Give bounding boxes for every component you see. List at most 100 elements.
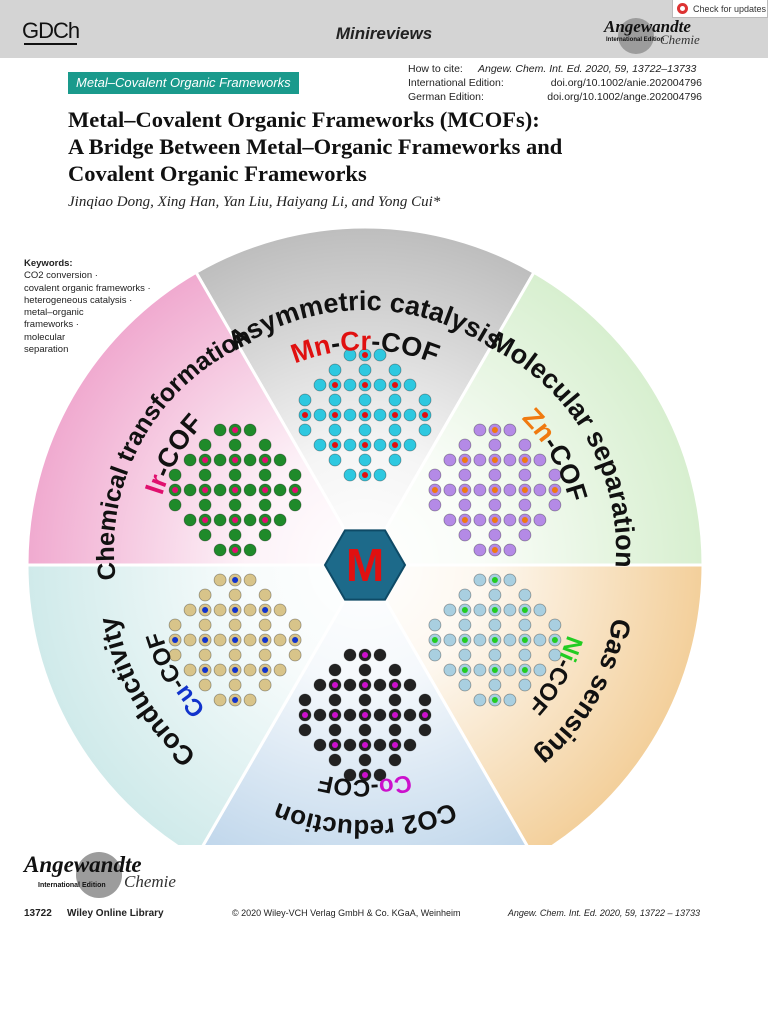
framework-bead: [458, 648, 472, 662]
framework-bead: [373, 348, 387, 362]
framework-bead: [373, 678, 387, 692]
journal-logo-name: Angewandte: [24, 852, 142, 877]
journal-reference: Angew. Chem. Int. Ed. 2020, 59, 13722 – …: [507, 908, 700, 918]
framework-bead: [183, 663, 197, 677]
metal-node: [232, 637, 239, 643]
framework-bead: [358, 423, 372, 437]
framework-bead: [243, 663, 257, 677]
framework-bead: [243, 423, 257, 437]
wiley-online-library-link[interactable]: Wiley Online Library: [67, 908, 164, 919]
framework-bead: [503, 573, 517, 587]
metal-node: [521, 517, 528, 523]
check-updates-button[interactable]: Check for updates: [672, 0, 768, 18]
framework-bead: [518, 618, 532, 632]
journal-logo-bottom: Angewandte International Edition Chemie: [24, 850, 194, 898]
gdch-logo-text: GDCh: [22, 18, 80, 43]
framework-bead: [403, 738, 417, 752]
author-list: Jinqiao Dong, Xing Han, Yan Liu, Haiyang…: [68, 194, 441, 210]
metal-node: [461, 667, 468, 673]
framework-bead: [258, 498, 272, 512]
framework-bead: [518, 468, 532, 482]
title-line-1: Metal–Covalent Organic Frameworks (MCOFs…: [68, 107, 540, 132]
metal-node: [521, 607, 528, 613]
framework-gas: [428, 573, 562, 707]
framework-bead: [168, 468, 182, 482]
framework-bead: [258, 588, 272, 602]
framework-bead: [388, 663, 402, 677]
framework-co2: [298, 648, 432, 782]
framework-bead: [418, 723, 432, 737]
framework-bead: [343, 678, 357, 692]
framework-bead: [343, 708, 357, 722]
framework-bead: [443, 633, 457, 647]
framework-bead: [443, 663, 457, 677]
framework-bead: [228, 588, 242, 602]
framework-bead: [418, 393, 432, 407]
citation-block: How to cite: Angew. Chem. Int. Ed. 2020,…: [408, 62, 702, 104]
cof-suffix: -COF: [316, 769, 379, 801]
framework-bead: [358, 393, 372, 407]
toc-graphic: M Asymmetric catalysis Mn-Cr-COF Molecul…: [25, 225, 705, 845]
framework-bead: [428, 648, 442, 662]
header-bar: GDCh Minireviews Angewandte Internationa…: [0, 0, 768, 58]
frameworks-layer: [168, 348, 562, 782]
framework-bead: [443, 483, 457, 497]
framework-bead: [168, 648, 182, 662]
intl-edition-label: International Edition:: [408, 77, 504, 89]
metal-node: [362, 652, 368, 658]
framework-bead: [198, 618, 212, 632]
intl-doi-link[interactable]: doi.org/10.1002/anie.202004796: [550, 77, 702, 89]
framework-bead: [328, 393, 342, 407]
framework-bead: [358, 693, 372, 707]
metal-node: [172, 487, 179, 493]
metal-node: [232, 517, 239, 523]
metal-node: [292, 487, 299, 493]
framework-bead: [488, 648, 502, 662]
framework-bead: [403, 408, 417, 422]
metal-node: [461, 517, 468, 523]
framework-bead: [373, 468, 387, 482]
framework-bead: [343, 768, 357, 782]
metal-node: [262, 607, 269, 613]
framework-bead: [258, 438, 272, 452]
framework-bead: [458, 498, 472, 512]
framework-bead: [503, 633, 517, 647]
journal-logo-name: Angewandte: [604, 17, 691, 36]
framework-bead: [213, 543, 227, 557]
framework-bead: [458, 678, 472, 692]
framework-bead: [473, 693, 487, 707]
metal-node: [491, 607, 498, 613]
framework-bead: [358, 663, 372, 677]
metal-node: [202, 457, 209, 463]
framework-bead: [183, 513, 197, 527]
framework-bead: [373, 768, 387, 782]
metal-node: [491, 517, 498, 523]
framework-bead: [298, 423, 312, 437]
metal-node: [262, 637, 269, 643]
metal-node: [332, 712, 338, 718]
framework-bead: [473, 663, 487, 677]
framework-bead: [388, 363, 402, 377]
metal-node: [491, 457, 498, 463]
keyword-line: molecular: [24, 331, 66, 343]
metal-node: [262, 457, 269, 463]
metal-node: [362, 352, 368, 358]
framework-bead: [388, 423, 402, 437]
metal-node: [202, 637, 209, 643]
metal-node: [232, 607, 239, 613]
title-line-3: Covalent Organic Frameworks: [68, 161, 367, 186]
framework-bead: [273, 633, 287, 647]
framework-bead: [488, 618, 502, 632]
german-doi-link[interactable]: doi.org/10.1002/ange.202004796: [547, 91, 702, 103]
framework-bead: [533, 603, 547, 617]
metal-node: [262, 517, 269, 523]
framework-bead: [228, 438, 242, 452]
journal-logo-edition: International Edition: [38, 882, 106, 889]
framework-bead: [373, 708, 387, 722]
framework-bead: [488, 438, 502, 452]
metal-node: [292, 637, 299, 643]
metal-node: [362, 412, 368, 418]
framework-bead: [213, 663, 227, 677]
keywords-label: Keywords:: [24, 258, 73, 269]
framework-bead: [313, 738, 327, 752]
